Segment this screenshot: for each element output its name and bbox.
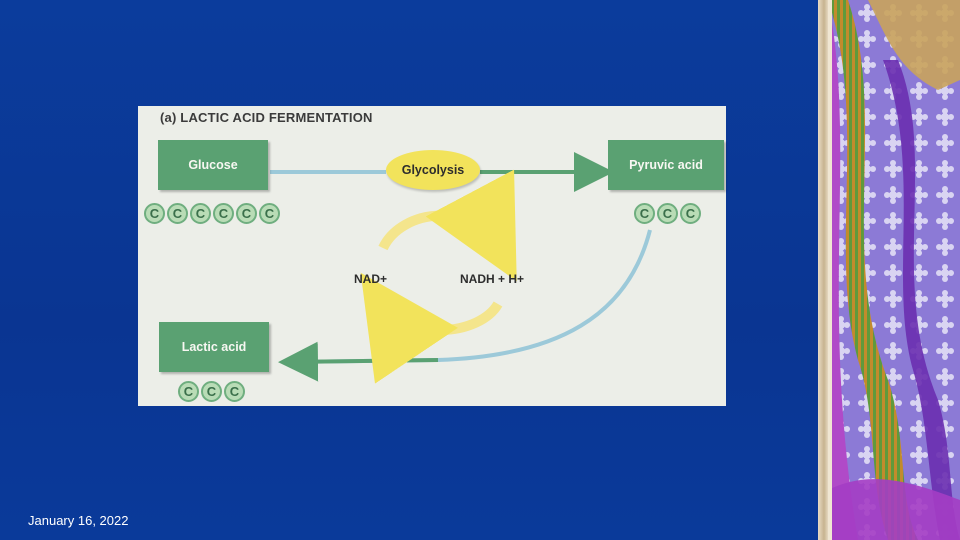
nad-cycle-bottom [360, 272, 503, 384]
carbon-atom: C [190, 203, 211, 224]
lactic-arrow-curve [287, 229, 652, 364]
lactic-carbons: C C C [178, 381, 245, 402]
glucose-box: Glucose [158, 140, 268, 190]
carbon-atom: C [657, 203, 678, 224]
carbon-atom: C [224, 381, 245, 402]
lactic-arrow-head [278, 341, 439, 382]
carbon-atom: C [236, 203, 257, 224]
nad-label: NAD+ [354, 272, 388, 286]
glucose-carbons: C C C C C C [144, 203, 280, 224]
slide-frame-strip [818, 0, 830, 540]
carbon-atom: C [213, 203, 234, 224]
pyruvic-acid-box: Pyruvic acid [608, 140, 724, 190]
pyruvic-carbons: C C C [634, 203, 701, 224]
carbon-atom: C [634, 203, 655, 224]
carbon-atom: C [144, 203, 165, 224]
carbon-atom: C [167, 203, 188, 224]
glycolysis-oval: Glycolysis [386, 150, 480, 190]
carbon-atom: C [259, 203, 280, 224]
slide-date: January 16, 2022 [28, 513, 129, 528]
decorative-border-art [828, 0, 960, 540]
diagram-title: (a) LACTIC ACID FERMENTATION [160, 110, 373, 125]
nad-cycle-top [378, 169, 517, 282]
diagram-arrows [270, 152, 652, 384]
fermentation-diagram: (a) LACTIC ACID FERMENTATION Glucose Gly… [138, 106, 726, 406]
carbon-atom: C [680, 203, 701, 224]
carbon-atom: C [178, 381, 199, 402]
lactic-acid-box: Lactic acid [159, 322, 269, 372]
nadh-label: NADH + H+ [460, 272, 525, 286]
carbon-atom: C [201, 381, 222, 402]
